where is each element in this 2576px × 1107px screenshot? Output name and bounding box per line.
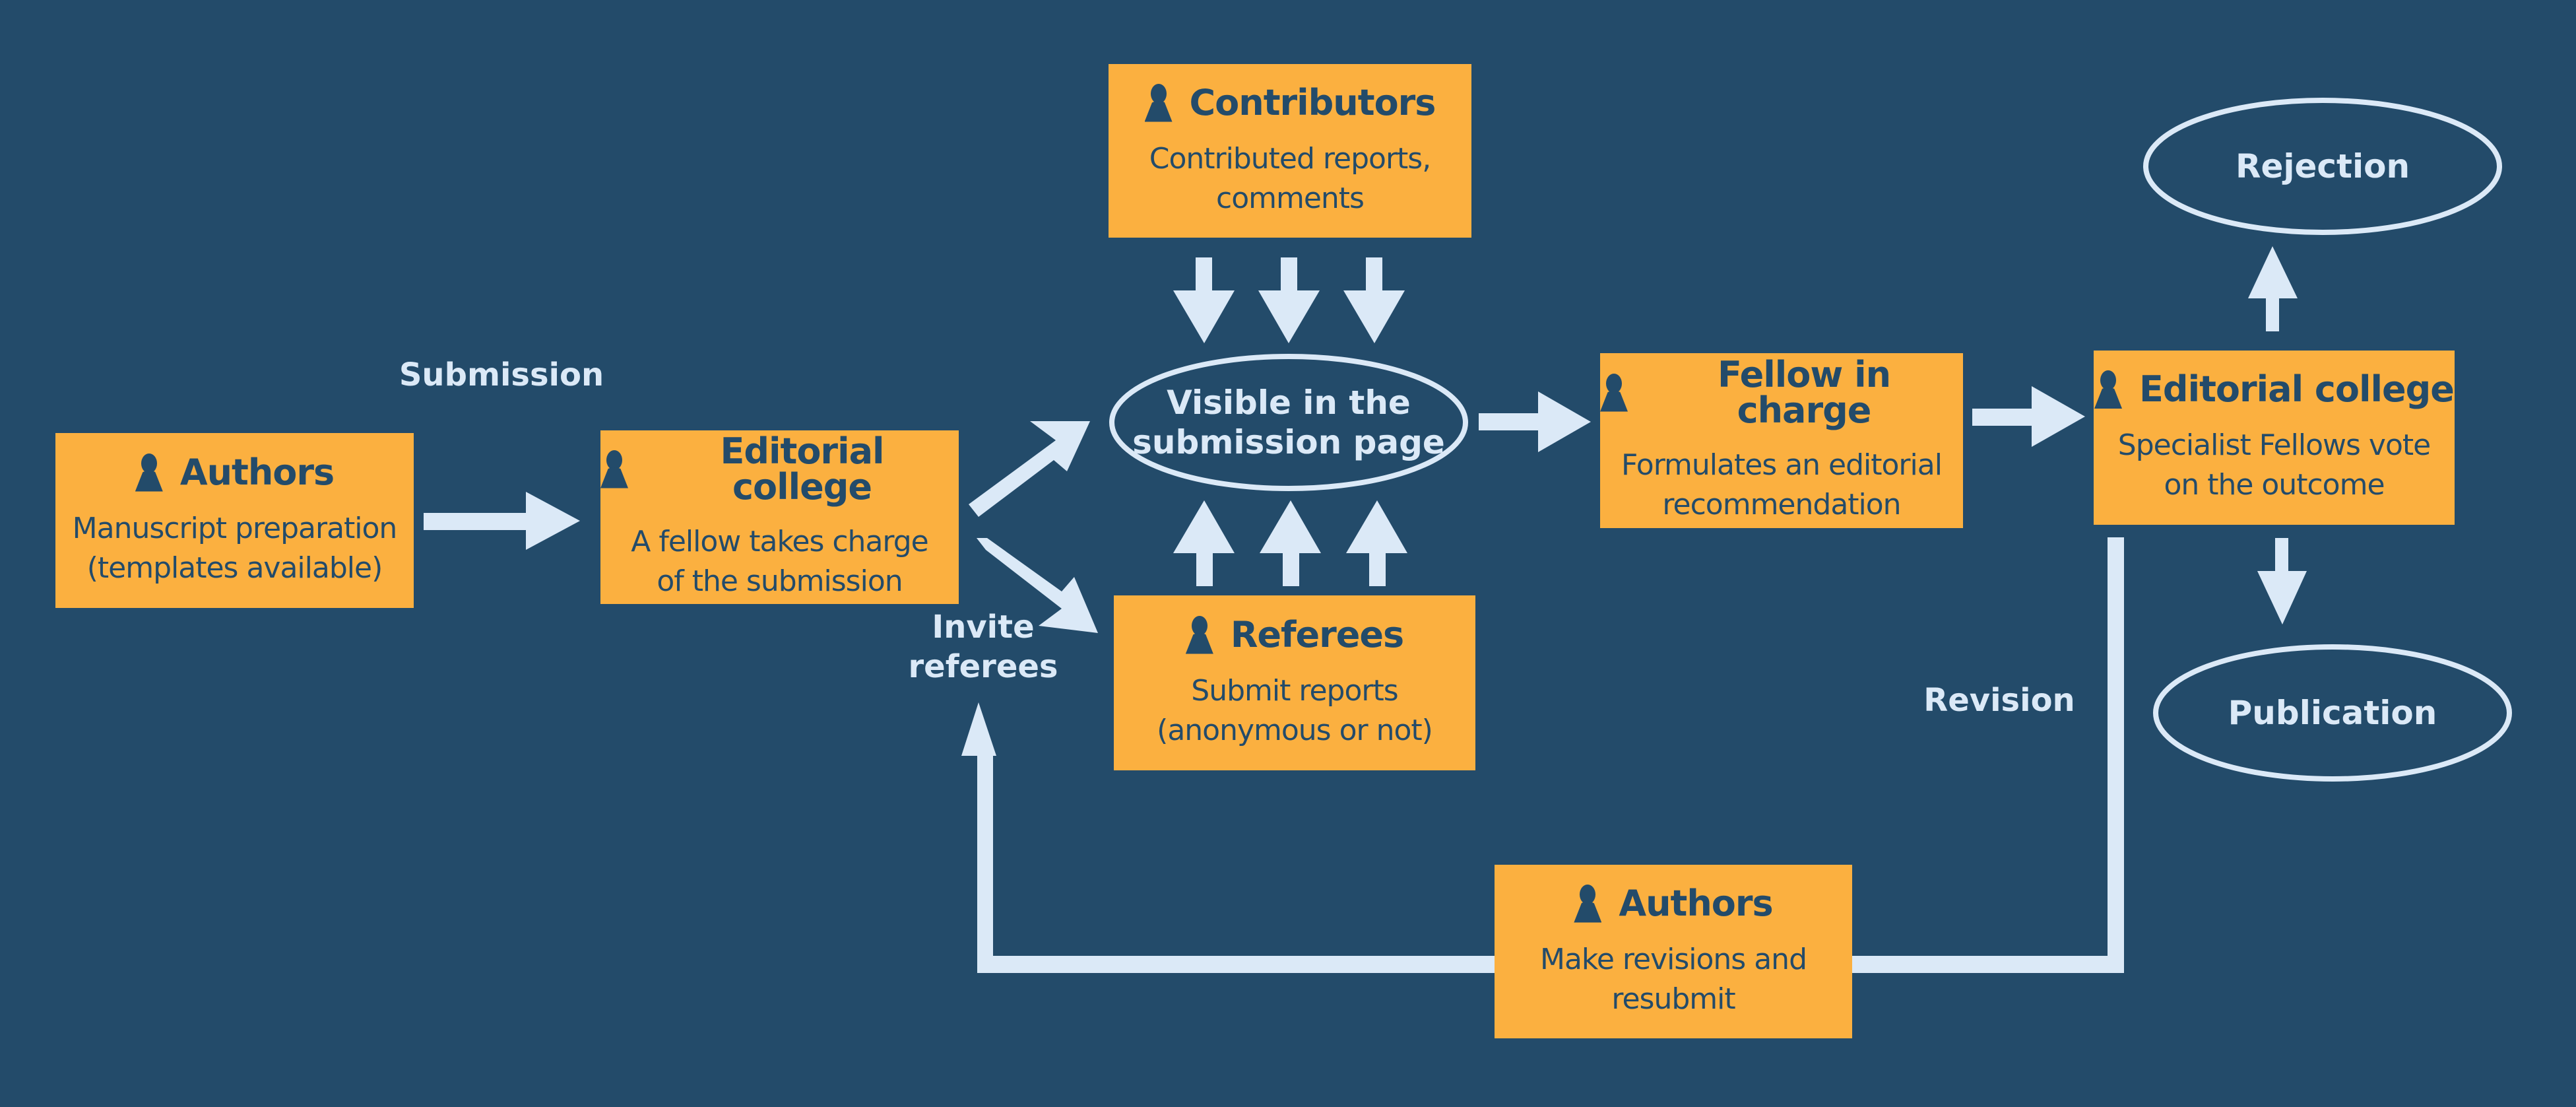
person-icon (2094, 370, 2123, 409)
box-desc-line: A fellow takes charge (631, 524, 928, 558)
authors-revise-box: Authors Make revisions and resubmit (1495, 865, 1852, 1038)
rejection-label: Rejection (2146, 100, 2499, 232)
invite-referees-label: Invite referees (904, 607, 1062, 687)
box-desc-line: (anonymous or not) (1157, 713, 1433, 747)
box-title: Editorial college (720, 430, 884, 508)
person-icon (600, 450, 628, 488)
box-title: Referees (1230, 613, 1404, 655)
box-title: Authors (179, 451, 335, 493)
box-desc-line: Formulates an editorial (1621, 448, 1943, 482)
oval-text-line: Visible in the (1167, 384, 1411, 422)
arrow-to-publication (2257, 538, 2307, 624)
referees-up-arrows (1173, 500, 1407, 586)
box-desc-line: of the submission (657, 564, 903, 598)
contributors-down-arrows (1173, 257, 1405, 343)
box-title: Fellow in charge (1717, 353, 1891, 431)
revision-label: Revision (1923, 682, 2075, 719)
visible-in-submission-page-oval (1109, 354, 1468, 491)
authors-manuscript-box: Authors Manuscript preparation (templates… (55, 433, 414, 608)
person-icon (1185, 615, 1213, 654)
arrow-to-fellow-in-charge (1479, 391, 1591, 452)
arrow-to-editorial-college-vote (1972, 386, 2085, 447)
person-icon (135, 453, 163, 492)
box-desc-line: on the outcome (2164, 468, 2385, 502)
contributors-box: Contributors Contributed reports, comment… (1109, 64, 1471, 238)
arrow-to-rejection (2248, 246, 2298, 331)
publication-oval (2153, 644, 2512, 782)
oval-text-line: Rejection (2235, 147, 2410, 185)
referees-box: Referees Submit reports (anonymous or not… (1114, 595, 1475, 770)
box-desc-line: Make revisions and (1540, 942, 1807, 976)
box-title: Contributors (1189, 81, 1436, 123)
box-desc-line: Contributed reports, (1149, 141, 1431, 176)
editorial-college-vote-box: Editorial college Specialist Fellows vot… (2094, 351, 2455, 525)
box-desc-line: Manuscript preparation (72, 511, 398, 545)
fellow-in-charge-box: Fellow in charge Formulates an editorial… (1600, 353, 1963, 528)
visible-in-submission-page-label: Visible in the submission page (1112, 356, 1465, 488)
submission-arrow (424, 492, 580, 550)
oval-text-line: Publication (2228, 694, 2437, 732)
box-desc-line: comments (1216, 181, 1365, 215)
rejection-oval (2143, 98, 2502, 235)
submission-label: Submission (399, 356, 604, 393)
box-desc-line: recommendation (1662, 487, 1901, 521)
person-icon (1144, 83, 1173, 122)
arrow-to-visible-page (969, 421, 1090, 517)
editorial-college-intake-box: Editorial college A fellow takes charge o… (600, 430, 959, 604)
label-line: referees (908, 648, 1058, 685)
box-desc-line: Specialist Fellows vote (2117, 428, 2431, 462)
person-icon (1600, 373, 1628, 412)
publication-label: Publication (2156, 647, 2509, 779)
box-title: Editorial college (2139, 368, 2455, 410)
box-desc-line: Submit reports (1191, 673, 1398, 708)
label-line: Invite (932, 609, 1035, 646)
arrow-to-referees (977, 538, 1098, 633)
box-title: Authors (1619, 882, 1773, 924)
box-desc-line: resubmit (1611, 982, 1735, 1016)
person-icon (1574, 884, 1602, 923)
oval-text-line: submission page (1132, 423, 1445, 461)
box-desc-line: (templates available) (86, 551, 383, 585)
